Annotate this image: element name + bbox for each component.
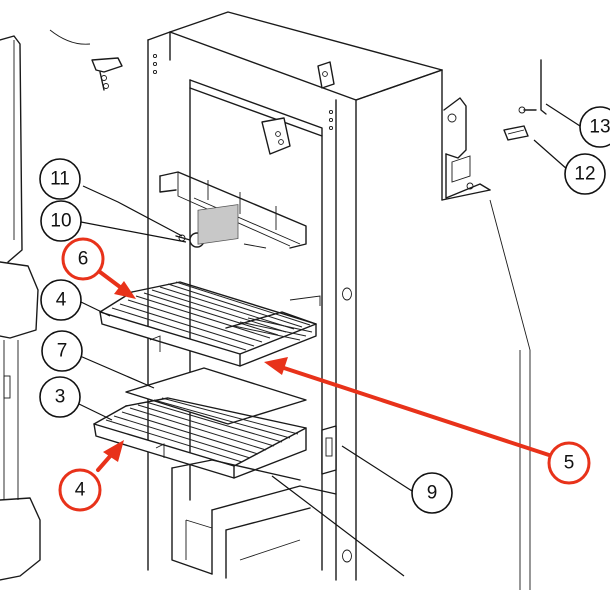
callout-4-lower: 4 bbox=[58, 468, 102, 512]
svg-text:4: 4 bbox=[56, 290, 67, 311]
label-plate bbox=[197, 204, 239, 245]
compressor-assembly bbox=[443, 97, 491, 199]
svg-text:10: 10 bbox=[50, 211, 71, 232]
cabinet-frame bbox=[147, 11, 531, 590]
door-switch bbox=[321, 425, 337, 475]
callout-4-upper: 4 bbox=[40, 279, 82, 321]
svg-text:7: 7 bbox=[57, 341, 68, 362]
callout-6: 6 bbox=[61, 237, 105, 281]
svg-text:9: 9 bbox=[427, 483, 438, 504]
upper-hinge bbox=[49, 29, 123, 91]
leader-lines bbox=[78, 103, 581, 577]
callout-13: 13 bbox=[579, 106, 610, 148]
highlight-arrows bbox=[96, 270, 554, 472]
svg-text:12: 12 bbox=[574, 164, 595, 185]
svg-text:4: 4 bbox=[75, 480, 86, 501]
svg-text:13: 13 bbox=[589, 117, 610, 138]
svg-text:3: 3 bbox=[55, 387, 66, 408]
glass-panel bbox=[125, 367, 307, 425]
callouts: 11 10 6 4 7 3 4 5 bbox=[39, 106, 610, 514]
crisper-drawers bbox=[171, 459, 337, 579]
lower-shelf bbox=[93, 397, 307, 479]
callout-11: 11 bbox=[39, 158, 81, 200]
callout-3: 3 bbox=[39, 376, 81, 418]
part-12-connector bbox=[503, 125, 529, 141]
callout-12: 12 bbox=[564, 153, 606, 195]
svg-text:11: 11 bbox=[50, 169, 70, 190]
callout-9: 9 bbox=[411, 472, 453, 514]
callout-7: 7 bbox=[41, 330, 83, 372]
callout-10: 10 bbox=[40, 200, 82, 242]
svg-text:6: 6 bbox=[78, 249, 89, 270]
svg-text:5: 5 bbox=[564, 453, 575, 474]
upper-shelf bbox=[99, 281, 321, 367]
part-13-rod bbox=[518, 59, 547, 115]
light-assembly bbox=[175, 204, 239, 248]
freezer-compartment bbox=[159, 87, 323, 249]
callout-5: 5 bbox=[547, 441, 591, 485]
left-cabinet bbox=[0, 35, 41, 581]
